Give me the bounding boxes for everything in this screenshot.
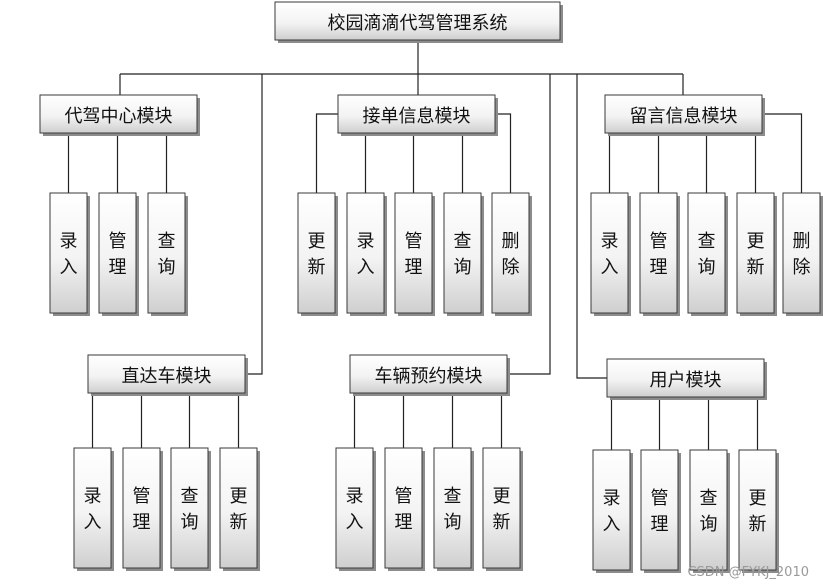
leaf-label: 更新 (230, 486, 248, 533)
leaf-node: 录入 (346, 192, 387, 316)
module-label: 车辆预约模块 (375, 366, 483, 387)
leaf-label: 管理 (395, 486, 413, 533)
leaf-node: 管理 (384, 447, 425, 571)
connector-line (762, 113, 803, 193)
module-label: 用户模块 (650, 370, 722, 391)
module-label: 留言信息模块 (630, 106, 738, 127)
leaf-label: 查询 (698, 231, 716, 278)
root-node: 校园滴滴代驾管理系统 (274, 1, 563, 43)
leaf-label: 录入 (601, 231, 619, 278)
connector-lines (67, 40, 803, 450)
leaf-label: 录入 (346, 486, 364, 533)
leaf-label: 管理 (109, 231, 127, 278)
leaf-node: 录入 (590, 192, 631, 316)
leaf-label: 删除 (793, 231, 811, 278)
leaf-label: 更新 (747, 231, 765, 278)
connector-line (576, 74, 607, 379)
connector-line (315, 113, 338, 193)
leaf-label: 录入 (357, 231, 375, 278)
leaf-label: 查询 (444, 486, 462, 533)
leaf-node: 查询 (433, 447, 474, 571)
leaf-node: 录入 (73, 447, 114, 571)
connector-line (245, 74, 263, 375)
leaf-node: 查询 (687, 192, 728, 316)
leaf-label: 查询 (454, 231, 472, 278)
leaf-node: 管理 (639, 192, 680, 316)
leaf-label: 录入 (60, 231, 78, 278)
diagram-nodes: 校园滴滴代驾管理系统代驾中心模块录入管理查询接单信息模块更新录入管理查询删除留言… (39, 1, 823, 573)
leaf-node: 删除 (782, 192, 823, 316)
leaf-node: 更新 (297, 192, 338, 316)
leaf-label: 查询 (700, 488, 718, 535)
leaf-node: 查询 (443, 192, 484, 316)
watermark: CSDN @FYKJ_2010 (687, 565, 809, 580)
leaf-node: 更新 (219, 447, 260, 571)
leaf-node: 管理 (394, 192, 435, 316)
module-label: 直达车模块 (122, 366, 212, 387)
leaf-label: 录入 (84, 486, 102, 533)
leaf-node: 查询 (147, 192, 188, 316)
leaf-node: 删除 (491, 192, 532, 316)
module-node: 车辆预约模块 (349, 354, 510, 396)
leaf-node: 录入 (49, 192, 90, 316)
leaf-label: 管理 (651, 488, 669, 535)
leaf-node: 录入 (592, 449, 633, 573)
module-label: 接单信息模块 (363, 106, 471, 127)
module-node: 接单信息模块 (337, 94, 498, 136)
leaf-label: 管理 (133, 486, 151, 533)
leaf-label: 更新 (749, 488, 767, 535)
connector-line (507, 74, 551, 375)
module-node: 代驾中心模块 (39, 94, 200, 136)
module-label: 代驾中心模块 (65, 106, 173, 127)
leaf-node: 管理 (122, 447, 163, 571)
connector-line (495, 113, 512, 193)
leaf-node: 录入 (335, 447, 376, 571)
leaf-label: 查询 (158, 231, 176, 278)
leaf-node: 管理 (98, 192, 139, 316)
leaf-label: 更新 (308, 231, 326, 278)
root-label: 校园滴滴代驾管理系统 (328, 13, 508, 34)
leaf-node: 更新 (736, 192, 777, 316)
leaf-label: 更新 (493, 486, 511, 533)
leaf-node: 查询 (170, 447, 211, 571)
leaf-label: 录入 (603, 488, 621, 535)
leaf-label: 管理 (650, 231, 668, 278)
leaf-node: 管理 (640, 449, 681, 573)
leaf-node: 更新 (482, 447, 523, 571)
module-node: 用户模块 (606, 358, 767, 400)
leaf-label: 管理 (405, 231, 423, 278)
leaf-label: 查询 (181, 486, 199, 533)
leaf-label: 删除 (502, 231, 520, 278)
leaf-node: 更新 (738, 449, 779, 573)
module-node: 直达车模块 (87, 354, 248, 396)
leaf-node: 查询 (689, 449, 730, 573)
module-node: 留言信息模块 (604, 94, 765, 136)
